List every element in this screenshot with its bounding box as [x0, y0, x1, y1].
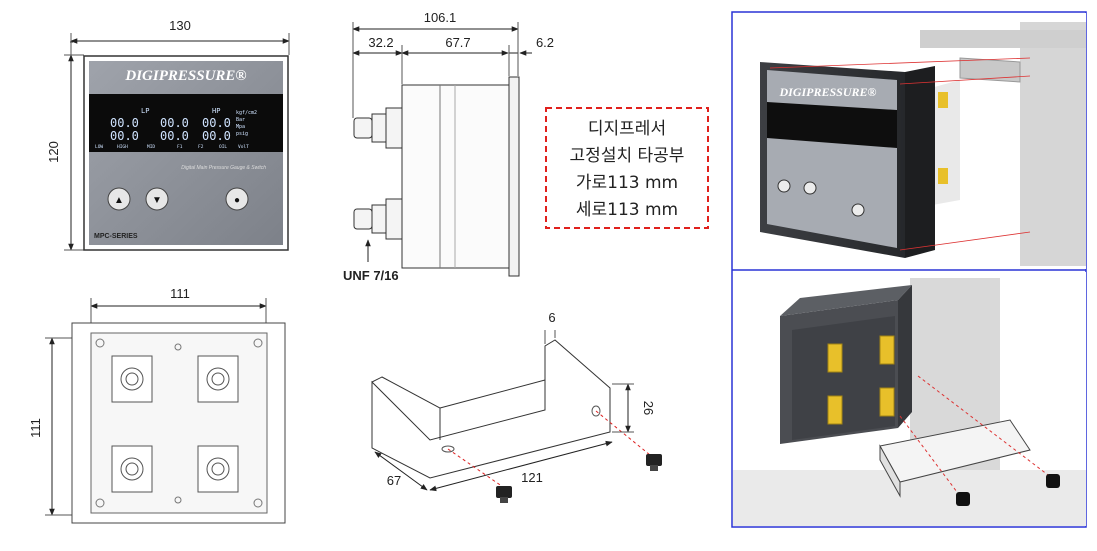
set-button-drawing: [225, 187, 249, 211]
brass-fitting-icon: [827, 335, 895, 425]
lcd-unit-1: kgf/cm2: [236, 110, 257, 116]
fitting-label: UNF 7/16: [343, 268, 399, 283]
rear-port-3: [111, 445, 153, 493]
rear-view: 111 111: [28, 286, 286, 524]
rear-height-label: 111: [28, 418, 43, 438]
iso-views-panel: DIGIPRESSURE®: [731, 11, 1087, 528]
bolt-icon: [1046, 474, 1060, 488]
lcd-readout-4: 00.0: [110, 129, 139, 143]
model-label: MPC-SERIES: [94, 233, 138, 240]
lcd-readout-1: 00.0: [110, 116, 139, 130]
lcd-unit-3: Mpa: [236, 124, 245, 130]
up-button-drawing: [107, 187, 131, 211]
bolt-icon: [956, 492, 970, 506]
lcd-bottom-label: OIL: [219, 144, 227, 150]
iso-brand-logo: DIGIPRESSURE®: [779, 85, 877, 99]
bracket-drawing: [371, 339, 611, 479]
down-arrow-icon: ▼: [152, 195, 162, 206]
down-button-drawing: [145, 187, 169, 211]
lcd-bottom-label: F2: [198, 144, 204, 150]
lcd-readout-5: 00.0: [160, 129, 189, 143]
front-bezel: [89, 61, 283, 245]
lcd-unit-2: Bar: [236, 117, 245, 123]
lcd-lp-label: LP: [141, 107, 149, 115]
rear-width-label: 111: [170, 286, 190, 301]
lcd-display: [89, 94, 283, 152]
lcd-readout-2: 00.0: [160, 116, 189, 130]
front-height-label: 120: [46, 141, 61, 163]
rear-port-4: [197, 445, 239, 493]
up-arrow-icon: ▲: [114, 195, 124, 206]
lcd-bottom-label: VolT: [238, 144, 249, 150]
gauge-body-side: [401, 84, 511, 269]
lcd-bottom-label: MID: [147, 144, 155, 150]
bracket-thickness-label: 6: [548, 310, 555, 325]
side-view: 106.1 32.2 67.7 6.2 UNF 7/16: [343, 10, 554, 283]
front-view: 130 120 DIGIPRESSURE® LP HP 00.0 00.0 00…: [46, 18, 290, 251]
side-left-label: 32.2: [368, 35, 393, 50]
bracket-view: 6 26 67 121: [371, 310, 662, 503]
rear-port-2: [197, 355, 239, 403]
lcd-readout-6: 00.0: [202, 129, 231, 143]
rear-port-1: [111, 355, 153, 403]
note-line-2: 고정설치 타공부: [570, 146, 685, 166]
side-right-label: 6.2: [536, 35, 554, 50]
iso-front-install: DIGIPRESSURE®: [733, 13, 1086, 269]
bracket-height-label: 26: [641, 401, 656, 415]
device-subtitle: Digital Main Pressure Gauge & Switch: [181, 165, 266, 171]
dot-icon: ●: [234, 195, 240, 206]
bolt-icon: [496, 486, 512, 503]
lcd-unit-4: psig: [236, 131, 248, 137]
note-line-4: 세로113 mm: [576, 200, 678, 220]
front-flange-side: [508, 76, 520, 277]
bracket-length-label: 121: [521, 470, 543, 485]
fitting-upper: [353, 107, 403, 149]
iso-rear-install: [733, 272, 1086, 526]
lcd-bottom-label: F1: [177, 144, 183, 150]
brand-logo: DIGIPRESSURE®: [124, 68, 246, 84]
lcd-bottom-label: LOW: [95, 144, 103, 150]
note-line-3: 가로113 mm: [576, 173, 678, 193]
side-mid-label: 67.7: [445, 35, 470, 50]
note-line-1: 디지프레서: [588, 119, 666, 139]
bracket-depth-label: 67: [387, 473, 401, 488]
mounting-cutout-note: 디지프레서 고정설치 타공부 가로113 mm 세로113 mm: [545, 107, 709, 229]
bolt-icon: [646, 454, 662, 471]
fitting-lower: [353, 198, 403, 240]
lcd-readout-3: 00.0: [202, 116, 231, 130]
front-width-label: 130: [169, 18, 191, 33]
lcd-hp-label: HP: [212, 107, 220, 115]
lcd-bottom-label: HIGH: [117, 144, 128, 150]
note-border: [545, 107, 709, 229]
side-total-label: 106.1: [424, 10, 457, 25]
